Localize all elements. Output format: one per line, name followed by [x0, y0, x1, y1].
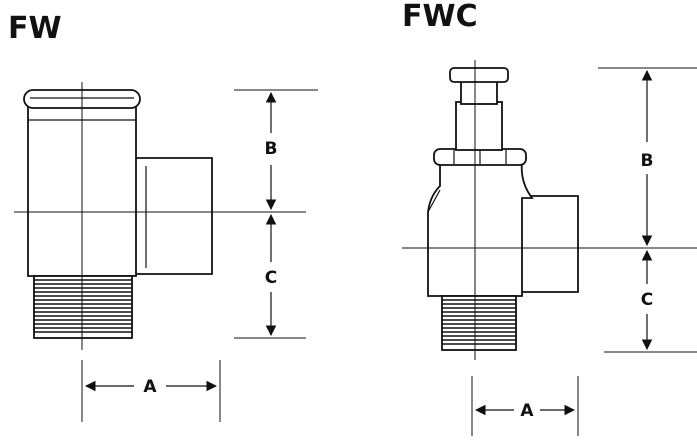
fw-dim-b-label: B — [265, 139, 278, 159]
fw-figure: FW B C A — [8, 11, 318, 422]
fw-title: FW — [8, 11, 62, 46]
fw-dim-c-label: C — [265, 268, 277, 288]
fwc-dim-b-label: B — [641, 151, 654, 171]
fwc-dim-a-label: A — [520, 401, 534, 421]
fwc-body — [427, 161, 534, 297]
fwc-title: FWC — [402, 0, 478, 34]
fwc-side-port — [519, 195, 579, 293]
fwc-dim-c-label: C — [641, 290, 653, 310]
fwc-thread — [441, 295, 517, 351]
fwc-top-cap — [449, 67, 509, 83]
fw-thread — [33, 275, 133, 339]
fw-dim-a-label: A — [143, 377, 157, 397]
fwc-figure: FWC B C — [402, 0, 697, 436]
fwc-stem — [455, 101, 503, 151]
fwc-stem-neck — [460, 79, 498, 105]
